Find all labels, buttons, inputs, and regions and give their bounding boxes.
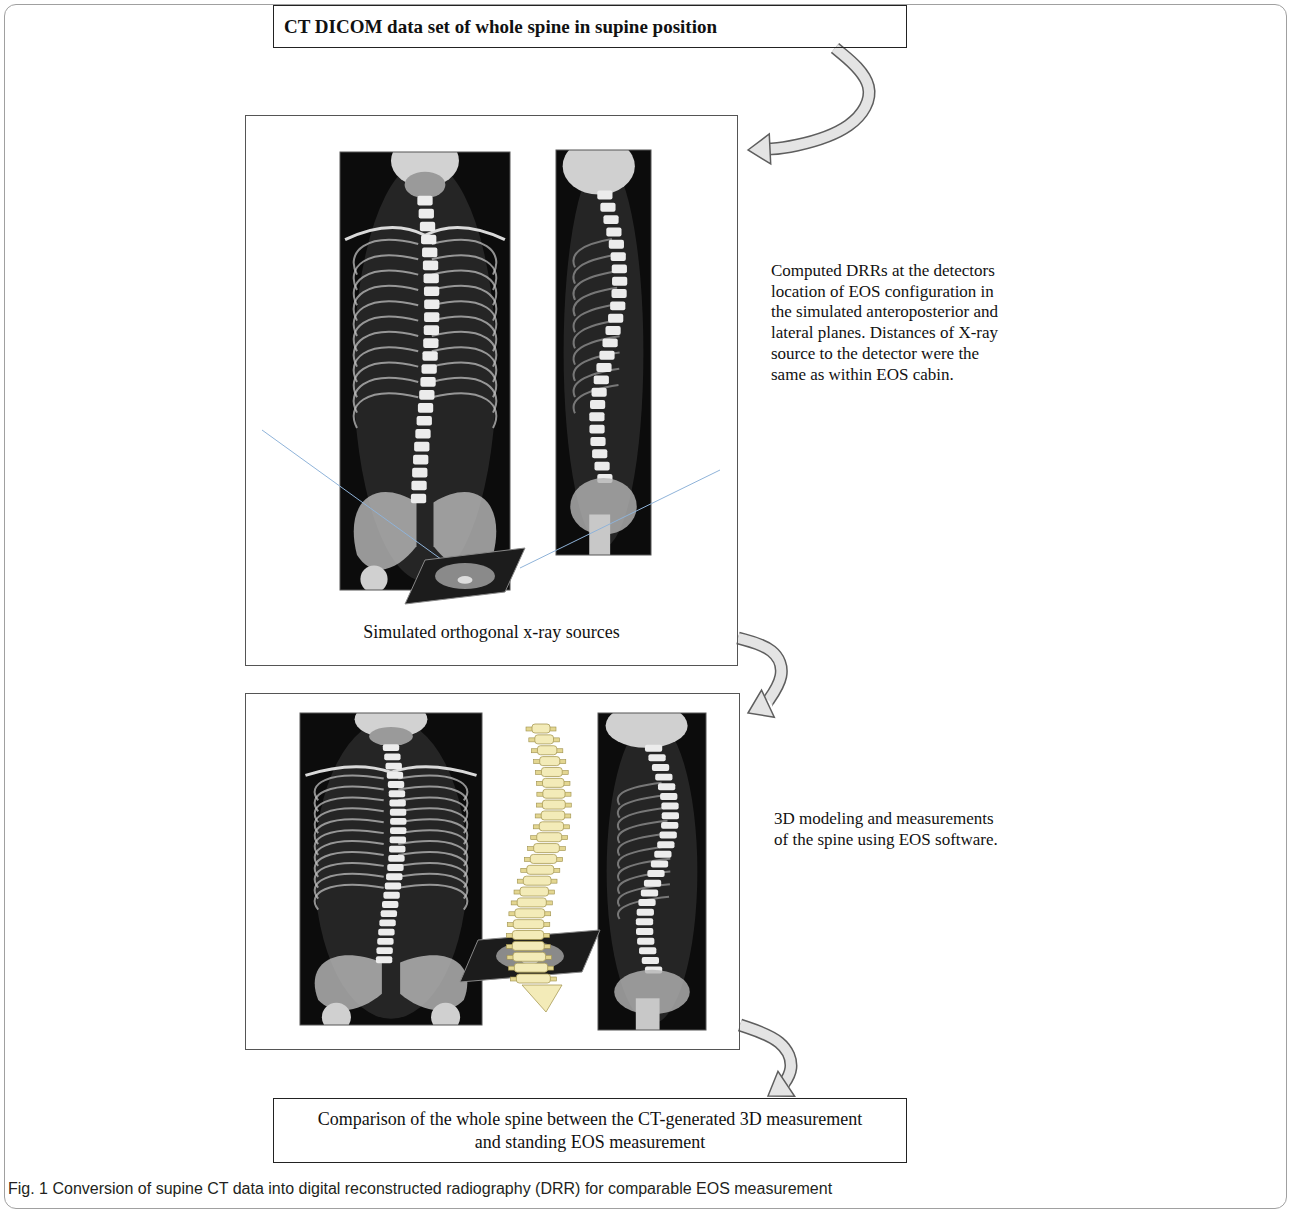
- x-ray-line: [262, 430, 470, 580]
- arrow-body: [740, 1025, 791, 1086]
- image-frame: [598, 713, 706, 1030]
- curved-arrow: [738, 638, 781, 717]
- arrow-head: [748, 690, 774, 717]
- process-box: 3D modeling and measurements of the spin…: [245, 693, 740, 1050]
- drr-image: [556, 150, 651, 555]
- arrow-head: [768, 1071, 795, 1096]
- arrow-outline: [768, 48, 869, 149]
- image-frame: [340, 152, 510, 590]
- image-frame: [300, 713, 482, 1025]
- drr-image: [300, 713, 482, 1025]
- drr-image: [598, 713, 706, 1030]
- box-text: 3D modeling and measurements of the spin…: [774, 809, 1002, 850]
- process-box: CT DICOM data set of whole spine in supi…: [273, 5, 907, 48]
- image-frame: [556, 150, 651, 555]
- x-ray-line: [520, 470, 720, 568]
- curved-arrow: [748, 48, 869, 164]
- axial-slice: [460, 930, 600, 982]
- process-box: Simulated orthogonal x-ray sourcesComput…: [245, 115, 738, 666]
- box-text: CT DICOM data set of whole spine in supi…: [274, 6, 906, 47]
- arrow-head: [748, 134, 771, 164]
- side-note: Computed DRRs at the detectors location …: [771, 261, 1011, 385]
- figure-caption: Fig. 1 Conversion of supine CT data into…: [8, 1179, 1284, 1199]
- process-box: Comparison of the whole spine between th…: [273, 1098, 907, 1163]
- curved-arrow: [740, 1025, 795, 1096]
- axial-slice: [405, 548, 525, 604]
- arrow-outline: [740, 1025, 791, 1086]
- box-text: Simulated orthogonal x-ray sources: [246, 621, 737, 644]
- drr-image: [340, 152, 510, 590]
- box-text: Comparison of the whole spine between th…: [274, 1099, 906, 1162]
- spine-model: [506, 724, 571, 1012]
- arrow-body: [768, 48, 869, 149]
